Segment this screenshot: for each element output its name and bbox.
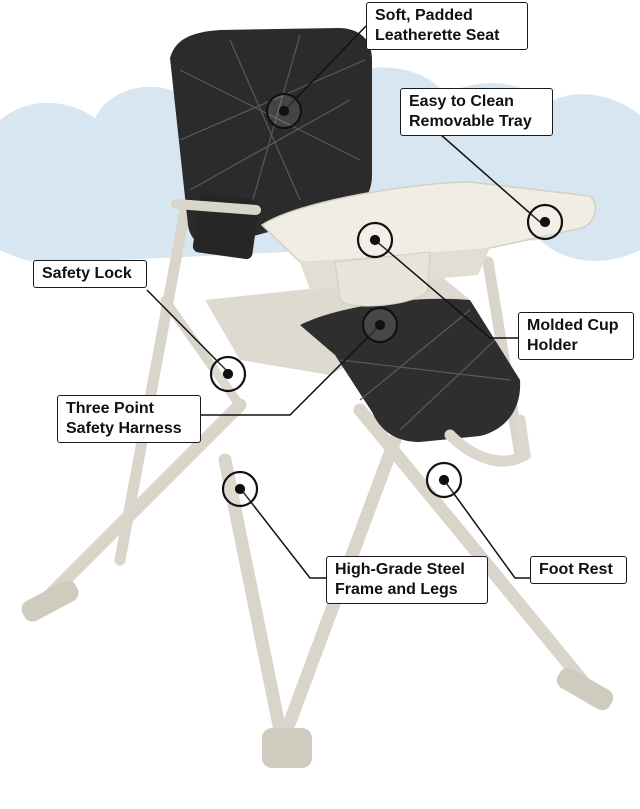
callout-cup-holder: Molded Cup Holder	[518, 312, 634, 360]
front-leg-left	[33, 398, 247, 612]
leader-seat	[283, 25, 367, 112]
leg-rest-stitching	[339, 309, 511, 431]
foot-right	[556, 667, 614, 711]
marker-cup	[356, 221, 394, 259]
seat-back-cushion	[170, 28, 372, 246]
marker-steel	[221, 470, 259, 508]
leader-lines	[146, 25, 541, 579]
leader-cup	[374, 239, 518, 339]
callout-seat: Soft, Padded Leatherette Seat	[366, 2, 528, 50]
seat-top-bar	[171, 199, 261, 215]
leader-tray	[439, 133, 541, 223]
leg-rest-cushion	[300, 298, 521, 442]
callout-foot-rest: Foot Rest	[530, 556, 627, 584]
callout-steel-frame: High-Grade Steel Frame and Legs	[326, 556, 488, 604]
removable-tray	[260, 181, 597, 307]
marker-lock	[209, 355, 247, 393]
leader-foot	[443, 479, 530, 579]
callout-harness: Three Point Safety Harness	[57, 395, 201, 443]
marker-harness	[361, 306, 399, 344]
foot-center	[262, 728, 312, 768]
cross-leg-a	[218, 453, 292, 762]
foot-rest	[444, 414, 531, 467]
chair-frame	[33, 199, 597, 762]
marker-foot	[425, 461, 463, 499]
leader-harness	[201, 324, 381, 416]
target-markers	[209, 92, 564, 508]
leader-steel	[239, 487, 326, 579]
cup-holder	[334, 251, 431, 307]
rear-leg-left	[114, 199, 192, 566]
foot-left	[21, 580, 79, 622]
marker-tray	[526, 203, 564, 241]
marker-seat	[265, 92, 303, 130]
leader-lock	[146, 289, 229, 373]
rear-brace	[160, 295, 241, 405]
callout-tray: Easy to Clean Removable Tray	[400, 88, 553, 136]
floor-feet	[21, 580, 614, 768]
callout-safety-lock: Safety Lock	[33, 260, 147, 288]
front-leg-right	[353, 403, 597, 697]
